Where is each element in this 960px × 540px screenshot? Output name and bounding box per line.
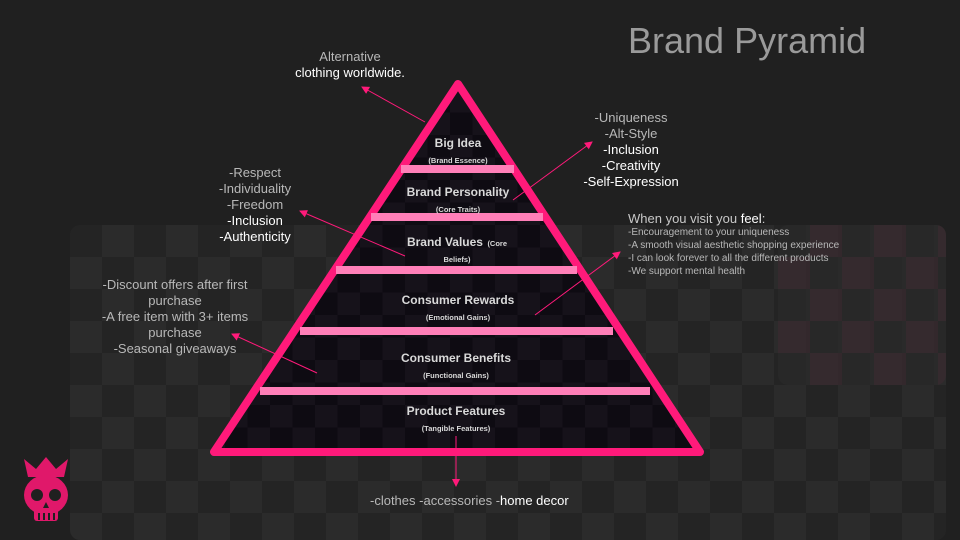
note-values: -Respect -Individuality -Freedom -Inclus… bbox=[200, 165, 310, 245]
rewards-item: -A smooth visual aesthetic shopping expe… bbox=[628, 240, 840, 251]
checker-background-right bbox=[778, 225, 946, 385]
connector-arrows bbox=[231, 86, 621, 487]
note-line: Alternative bbox=[319, 49, 381, 64]
note-line: purchase bbox=[148, 293, 202, 308]
stripe-5 bbox=[260, 387, 650, 395]
note-rewards: When you visit you feel: -Encouragement … bbox=[628, 211, 839, 278]
note-line: -Inclusion bbox=[603, 142, 659, 157]
note-line: -Freedom bbox=[226, 197, 284, 212]
level-sub: Beliefs) bbox=[443, 255, 471, 264]
arrow-personality bbox=[512, 141, 593, 201]
note-line: -Self-Expression bbox=[583, 174, 679, 189]
note-line: -Creativity bbox=[601, 158, 661, 173]
rewards-item: -I can look forever to all the different… bbox=[628, 253, 829, 264]
note-line: -Individuality bbox=[218, 181, 292, 196]
stripe-2 bbox=[371, 213, 543, 221]
level-name: Brand Values bbox=[406, 235, 483, 249]
level-sub: (Tangible Features) bbox=[421, 424, 491, 433]
level-big-idea: Big Idea (Brand Essence) bbox=[398, 134, 518, 165]
note-big-idea: Alternative clothing worldwide. bbox=[290, 49, 410, 81]
stripe-3 bbox=[336, 266, 577, 274]
level-name: Consumer Rewards bbox=[401, 293, 515, 307]
rewards-heading-text: When you visit you bbox=[628, 211, 741, 226]
note-line: -Seasonal giveaways bbox=[113, 341, 237, 356]
note-benefits: -Discount offers after first purchase -A… bbox=[90, 277, 260, 357]
note-personality: -Uniqueness -Alt-Style -Inclusion -Creat… bbox=[571, 110, 691, 190]
note-line: -Authenticity bbox=[219, 229, 291, 244]
note-line: -Alt-Style bbox=[604, 126, 658, 141]
stripe-4 bbox=[300, 327, 613, 335]
arrow-rewards bbox=[534, 251, 621, 316]
note-features-highlight: home decor bbox=[500, 493, 569, 508]
note-line: -Discount offers after first bbox=[102, 277, 248, 292]
page-title: Brand Pyramid bbox=[628, 20, 867, 61]
crowned-skull-icon bbox=[24, 457, 68, 521]
note-line: -Uniqueness bbox=[594, 110, 668, 125]
pyramid-stripes bbox=[260, 165, 650, 395]
note-line: -Inclusion bbox=[227, 213, 283, 228]
level-sub: (Brand Essence) bbox=[428, 156, 488, 165]
level-name: Product Features bbox=[406, 404, 506, 418]
level-name: Brand Personality bbox=[406, 185, 510, 199]
level-name: Consumer Benefits bbox=[400, 351, 512, 365]
note-line: purchase bbox=[148, 325, 202, 340]
note-features: -clothes -accessories -home decor bbox=[370, 493, 569, 509]
level-consumer-benefits: Consumer Benefits (Functional Gains) bbox=[356, 349, 556, 380]
rewards-heading-colon: : bbox=[761, 211, 766, 226]
brand-logo bbox=[10, 455, 82, 540]
level-brand-values: Brand Values (Core Beliefs) bbox=[372, 233, 542, 264]
rewards-heading: When you visit you feel: bbox=[628, 211, 839, 226]
arrow-values bbox=[299, 210, 406, 257]
level-consumer-rewards: Consumer Rewards (Emotional Gains) bbox=[358, 291, 558, 322]
rewards-heading-emphasis: feel bbox=[740, 211, 762, 226]
note-line: clothing worldwide. bbox=[295, 65, 405, 80]
level-name: Big Idea bbox=[434, 136, 482, 150]
level-sub: (Emotional Gains) bbox=[425, 313, 491, 322]
level-name-paren: (Core bbox=[487, 239, 508, 248]
arrow-big-idea bbox=[361, 86, 426, 123]
level-sub: (Core Traits) bbox=[435, 205, 481, 214]
stripe-1 bbox=[401, 165, 514, 173]
note-line: -A free item with 3+ items bbox=[101, 309, 249, 324]
level-product-features: Product Features (Tangible Features) bbox=[356, 402, 556, 433]
level-brand-personality: Brand Personality (Core Traits) bbox=[378, 183, 538, 214]
note-line: -Respect bbox=[228, 165, 282, 180]
arrow-benefits bbox=[231, 333, 318, 374]
rewards-item: -We support mental health bbox=[628, 266, 746, 277]
level-sub: (Functional Gains) bbox=[423, 371, 489, 380]
rewards-item: -Encouragement to your uniqueness bbox=[628, 227, 790, 238]
note-features-text: -clothes -accessories - bbox=[370, 493, 501, 508]
